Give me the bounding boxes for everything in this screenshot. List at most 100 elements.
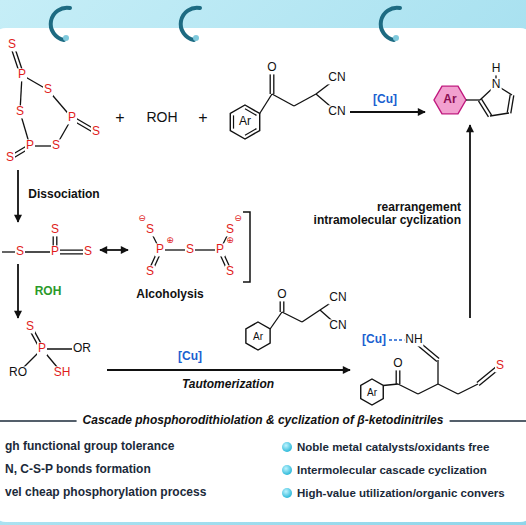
- arrow-label: Dissociation: [27, 188, 100, 201]
- bond-line: [270, 312, 282, 329]
- atom-label: S: [50, 223, 60, 236]
- bond-line: [437, 360, 438, 384]
- atom-label: P: [17, 68, 27, 81]
- atom-label: S: [225, 223, 235, 236]
- atom-label: S: [15, 245, 25, 258]
- feature-bullet: Noble metal catalysts/oxidants free: [296, 441, 490, 454]
- arrow-label: [Cu]: [177, 350, 203, 363]
- resonance-bracket: [243, 212, 250, 282]
- atom-label: P: [25, 139, 35, 152]
- bond-line: [282, 312, 302, 322]
- benzene-ring: [434, 86, 466, 114]
- reaction-arrow: [469, 125, 471, 318]
- bond-line: [272, 94, 294, 106]
- atom-label: Ar: [252, 331, 264, 342]
- bond-line: [418, 384, 438, 394]
- atom-label: ⊖: [233, 214, 243, 224]
- scheme-label: +: [114, 109, 125, 127]
- atom-label: H: [491, 62, 502, 75]
- bond-line: [507, 95, 510, 113]
- binder-hole: [193, 35, 199, 41]
- molecule-structure: SPSS: [2, 222, 100, 264]
- benzene-ring: [361, 379, 384, 405]
- atom-label: SH: [53, 366, 72, 379]
- reaction-arrow: [107, 369, 350, 371]
- feature-bullet: vel cheap phosphorylation process: [4, 486, 207, 499]
- bullet-dot: [282, 442, 292, 452]
- arrow-label: [Cu]: [372, 93, 398, 106]
- atom-label: O: [276, 288, 287, 301]
- atom-label: Ar: [442, 93, 457, 106]
- molecule-structure: SPSPSSPSS: [2, 30, 104, 170]
- atom-label: S: [145, 265, 155, 278]
- atom-label: CN: [328, 319, 347, 332]
- atom-label: S: [495, 359, 505, 372]
- arrow-label: rearrangement intramolecular cyclization: [295, 201, 462, 227]
- atom-label: S: [225, 265, 235, 278]
- atom-label: S: [91, 125, 101, 138]
- benzene-ring: [246, 322, 270, 350]
- molecule-structure: SPORROSH: [2, 318, 107, 384]
- bond-line: [398, 384, 418, 394]
- atom-label: O: [392, 357, 403, 370]
- atom-label: S: [43, 83, 53, 96]
- bullet-dot: [282, 465, 292, 475]
- binder-ring: [51, 8, 70, 40]
- atom-label: Ar: [238, 115, 252, 128]
- atom-label: Ar: [366, 387, 378, 398]
- binder-hole: [63, 35, 69, 41]
- atom-label: O: [266, 61, 277, 74]
- atom-label: S: [25, 320, 35, 333]
- bond-line: [490, 113, 509, 116]
- reaction-arrow: [350, 111, 425, 113]
- molecule-structure: [Cu]NHOArS: [350, 318, 524, 406]
- scheme-label: Alcoholysis: [135, 288, 204, 301]
- atom-label: S: [83, 245, 93, 258]
- binder-holes: [63, 35, 399, 41]
- ring-double-bond: [233, 115, 234, 128]
- atom-label: S: [185, 243, 195, 256]
- binder-ring: [181, 8, 200, 40]
- atom-label: RO: [8, 366, 28, 379]
- molecule-structure: ⊖SP⊕SP⊕S⊖SS: [128, 212, 246, 282]
- bond-line: [482, 99, 492, 115]
- bond-line: [458, 384, 478, 394]
- atom-label: S: [5, 151, 15, 164]
- bullet-dot: [282, 488, 292, 498]
- atom-label: P: [215, 243, 225, 256]
- atom-label: P: [67, 111, 77, 124]
- bond-line: [302, 310, 320, 322]
- molecule-structure: OArCNCN: [215, 55, 350, 155]
- molecule-structure: Ar HN: [425, 50, 524, 125]
- atom-label: S: [7, 38, 17, 51]
- atom-label: S: [15, 105, 25, 118]
- atom-label: P: [155, 243, 165, 256]
- atom-label: ⊕: [165, 236, 175, 246]
- atom-label: S: [145, 223, 155, 236]
- bullet-dots: [282, 442, 292, 498]
- atom-label: P: [37, 342, 47, 355]
- banner-title: Cascade phosphorodithiolation & cyclizat…: [77, 414, 450, 427]
- scheme-label: Tautomerization: [181, 378, 275, 391]
- scheme-label: ROH: [145, 110, 178, 125]
- feature-bullet: gh functional group tolerance: [4, 440, 175, 453]
- reaction-arrow: [17, 264, 19, 318]
- atom-label: N: [491, 78, 502, 91]
- bond-line: [511, 95, 514, 113]
- atom-label: S: [51, 139, 61, 152]
- ring-double-bond: [245, 129, 256, 136]
- atom-label: P: [50, 245, 60, 258]
- bond-line: [294, 94, 316, 106]
- feature-bullet: N, C-S-P bonds formation: [4, 463, 152, 476]
- atom-label: CN: [328, 291, 347, 304]
- scheme-label: +: [197, 109, 208, 127]
- molecule-structure: O Ar CN CN: [235, 286, 350, 356]
- atom-label: NH: [404, 333, 423, 346]
- binder-ring: [381, 8, 400, 40]
- bond-line: [466, 99, 480, 100]
- reaction-arrow: [17, 170, 19, 222]
- feature-bullet: Intermolecular cascade cyclization: [296, 464, 488, 477]
- reaction-arrow: [100, 249, 128, 251]
- feature-bullet: High-value utilization/organic convers: [296, 487, 506, 500]
